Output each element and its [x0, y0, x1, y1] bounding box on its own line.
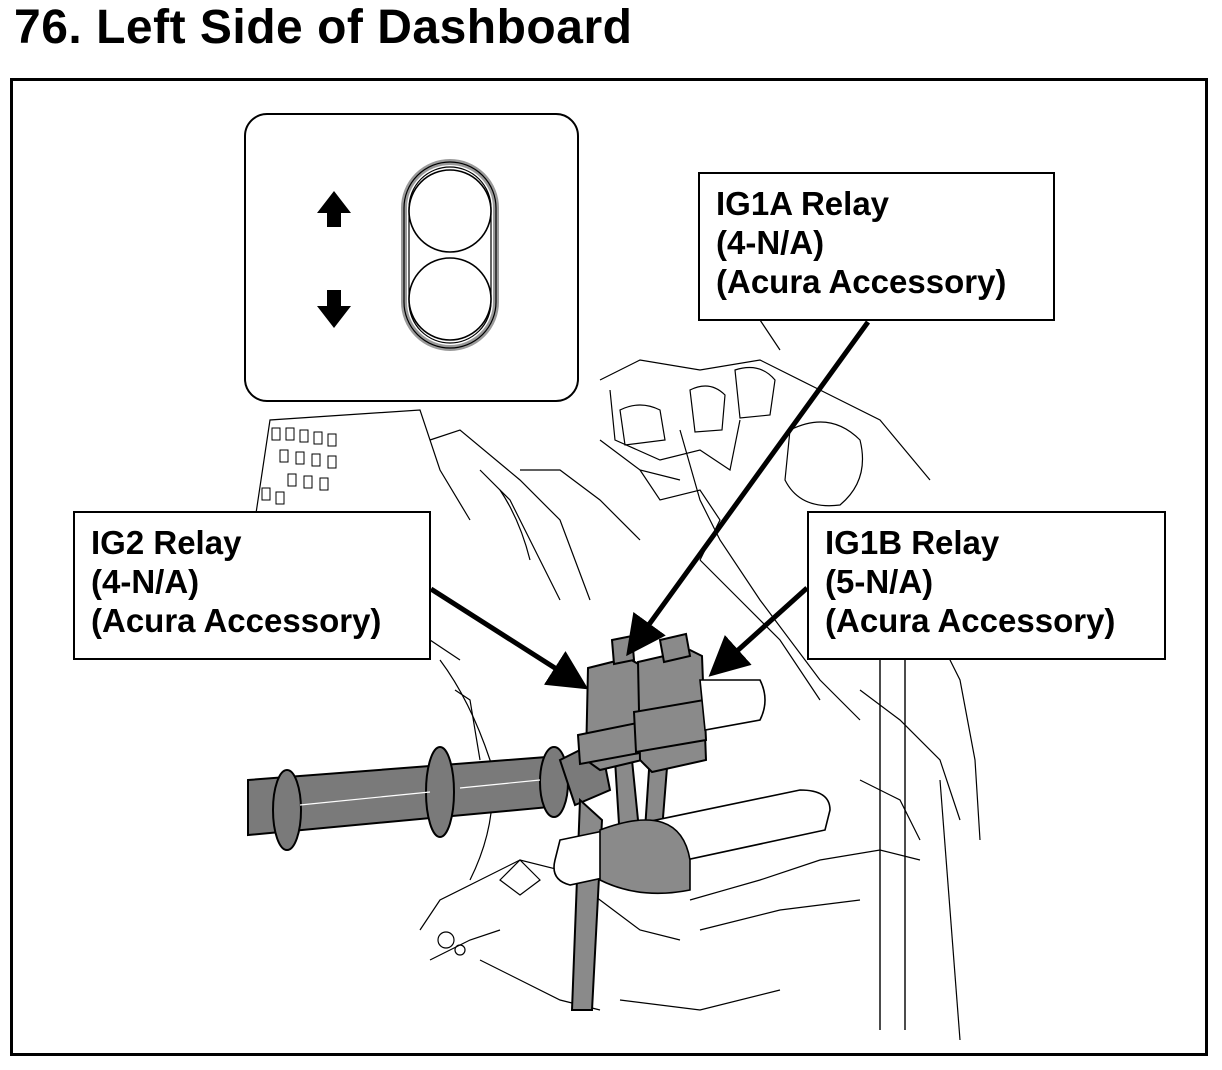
callout-title: IG1B Relay — [825, 524, 1000, 561]
callout-note: (Acura Accessory) — [91, 602, 382, 639]
harness-highlight — [299, 779, 541, 806]
orientation-inset — [244, 113, 579, 402]
ig2-relay-callout: IG2 Relay (4-N/A) (Acura Accessory) — [73, 511, 431, 660]
callout-title: IG2 Relay — [91, 524, 242, 561]
relay-ig1b-body — [632, 632, 708, 774]
down-arrow-icon — [317, 290, 351, 328]
dashboard-structure-lineart — [254, 319, 981, 1041]
ig1a-relay-callout: IG1A Relay (4-N/A) (Acura Accessory) — [698, 172, 1055, 321]
callout-title: IG1A Relay — [716, 185, 890, 222]
page-title: 76. Left Side of Dashboard — [14, 1, 633, 54]
diagram-frame — [10, 78, 1208, 1056]
relay-ig2-body — [576, 634, 647, 772]
callout-note: (Acura Accessory) — [825, 602, 1116, 639]
ig1a-leader-arrow — [626, 320, 871, 657]
ig2-leader-arrow — [429, 586, 589, 690]
wire-harness — [247, 738, 612, 851]
callout-location: (5-N/A) — [825, 563, 934, 600]
callout-leader-arrows — [429, 320, 871, 690]
ig1b-leader-arrow — [708, 586, 809, 677]
up-arrow-icon — [317, 191, 351, 227]
ig1b-relay-callout: IG1B Relay (5-N/A) (Acura Accessory) — [807, 511, 1166, 660]
callout-location: (4-N/A) — [91, 563, 200, 600]
callout-note: (Acura Accessory) — [716, 263, 1007, 300]
callout-location: (4-N/A) — [716, 224, 825, 261]
